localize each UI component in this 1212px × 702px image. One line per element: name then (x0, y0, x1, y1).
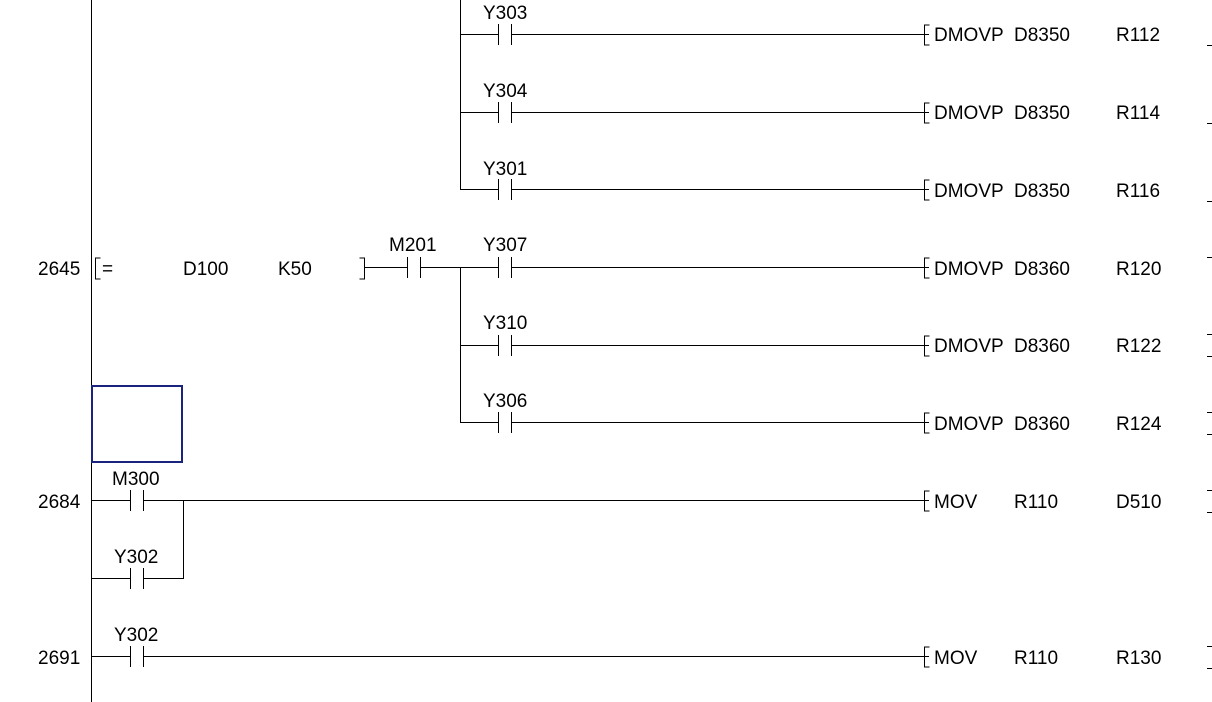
step-number: 2684 (38, 492, 81, 513)
instruction-operand-dst: R122 (1116, 336, 1161, 357)
instruction-box[interactable]: DMOVP D8360 R120 (924, 257, 1162, 280)
instruction-opcode: DMOVP (934, 336, 1004, 357)
instruction-operand-src: D8350 (1014, 25, 1070, 46)
instruction-box[interactable]: MOV R110 D510 (924, 490, 1162, 513)
contact-label: M201 (389, 235, 437, 256)
instruction-operand-dst: D510 (1116, 492, 1161, 513)
contact-label: Y304 (483, 81, 528, 102)
contact-no[interactable]: Y302 (114, 625, 158, 667)
instruction-opcode: DMOVP (934, 25, 1004, 46)
branch-row: Y304 DMOVP D8350 R114 (460, 81, 1160, 124)
instruction-opcode: DMOVP (934, 414, 1004, 435)
contact-no[interactable]: Y304 (483, 81, 528, 123)
branch-row: Y303 DMOVP D8350 R112 (460, 3, 1160, 46)
instruction-opcode: DMOVP (934, 103, 1004, 124)
contact-label: Y307 (483, 235, 527, 256)
branch-row: Y301 DMOVP D8350 R116 (460, 159, 1160, 202)
instruction-opcode: MOV (934, 648, 978, 669)
right-edge-fragments (1207, 45, 1212, 669)
contact-no[interactable]: Y306 (483, 391, 527, 433)
instruction-operand-dst: R120 (1116, 259, 1161, 280)
instruction-operand-src: R110 (1014, 492, 1058, 513)
branch-row: Y306 DMOVP D8360 R124 (460, 391, 1162, 435)
rung-2691: 2691 Y302 MOV R110 R130 (38, 625, 1161, 669)
compare-operand-1: D100 (183, 259, 228, 280)
instruction-operand-src: D8360 (1014, 259, 1070, 280)
instruction-opcode: DMOVP (934, 181, 1004, 202)
contact-no[interactable]: Y307 (483, 235, 527, 278)
step-number: 2691 (38, 648, 80, 669)
contact-label: Y303 (483, 3, 527, 24)
instruction-box[interactable]: DMOVP D8350 R112 (924, 24, 1161, 46)
contact-label: Y306 (483, 391, 527, 412)
instruction-operand-src: D8360 (1014, 336, 1070, 357)
instruction-operand-dst: R130 (1116, 648, 1161, 669)
contact-label: M300 (112, 469, 160, 490)
compare-operand-2: K50 (278, 259, 312, 280)
instruction-box[interactable]: MOV R110 R130 (924, 646, 1162, 669)
rung-2684: 2684 M300 Y302 MOV R110 D510 (38, 469, 1161, 589)
contact-no[interactable]: M201 (389, 235, 437, 278)
contact-label: Y302 (114, 625, 158, 646)
instruction-operand-src: D8350 (1014, 181, 1070, 202)
compare-instruction[interactable]: = D100 K50 (95, 257, 365, 280)
rung-2645: 2645 = D100 K50 M201 Y307 DM (38, 235, 1162, 435)
compare-operator: = (102, 259, 113, 280)
selection-cursor[interactable] (91, 385, 183, 463)
contact-no[interactable]: Y303 (483, 3, 527, 45)
branch-row: Y307 DMOVP D8360 R120 (483, 235, 1161, 280)
instruction-operand-src: R110 (1014, 648, 1058, 669)
contact-no[interactable]: Y310 (483, 313, 527, 356)
instruction-operand-dst: R114 (1116, 103, 1160, 124)
instruction-opcode: DMOVP (934, 259, 1004, 280)
instruction-operand-dst: R124 (1116, 414, 1162, 435)
instruction-box[interactable]: DMOVP D8360 R124 (924, 412, 1162, 435)
instruction-opcode: MOV (934, 492, 978, 513)
branch-row: Y310 DMOVP D8360 R122 (460, 313, 1161, 357)
instruction-operand-src: D8360 (1014, 414, 1070, 435)
instruction-box[interactable]: DMOVP D8360 R122 (924, 335, 1162, 357)
contact-no[interactable]: M300 (112, 469, 160, 511)
instruction-operand-dst: R116 (1116, 181, 1160, 202)
contact-no[interactable]: Y301 (483, 159, 527, 200)
step-number: 2645 (38, 259, 80, 280)
contact-label: Y310 (483, 313, 527, 334)
contact-label: Y301 (483, 159, 527, 180)
instruction-box[interactable]: DMOVP D8350 R114 (924, 102, 1161, 124)
rung-continuation: Y303 DMOVP D8350 R112 Y304 DMOVP D835 (460, 0, 1160, 202)
contact-label: Y302 (114, 547, 158, 568)
instruction-box[interactable]: DMOVP D8350 R116 (924, 179, 1161, 202)
contact-no[interactable]: Y302 (114, 547, 158, 589)
instruction-operand-dst: R112 (1116, 25, 1160, 46)
instruction-operand-src: D8350 (1014, 103, 1070, 124)
